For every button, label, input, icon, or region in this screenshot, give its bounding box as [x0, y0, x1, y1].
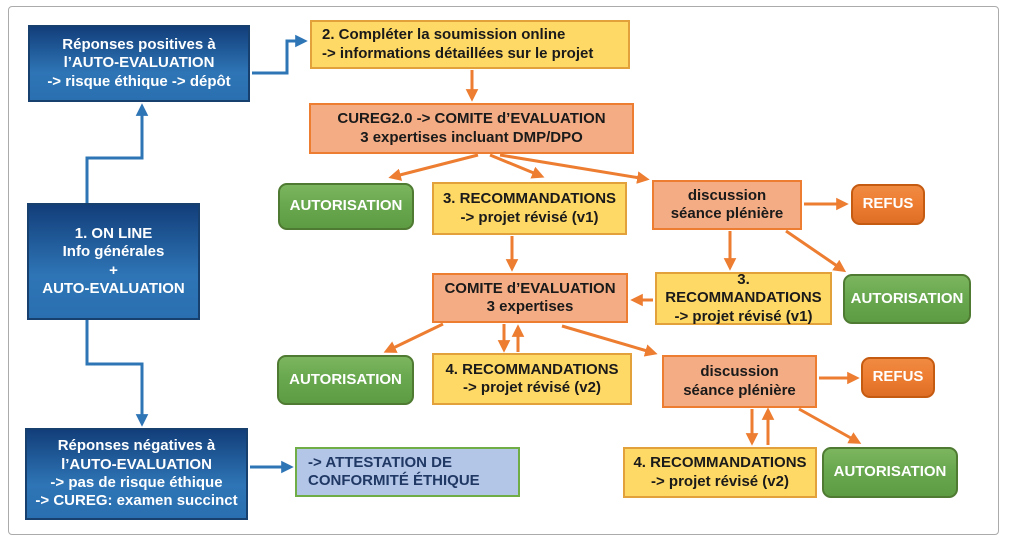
text-line: REFUS	[862, 195, 914, 213]
node-soumission-online: 2. Compléter la soumission online -> inf…	[310, 20, 630, 69]
text-line: +	[109, 261, 118, 279]
node-responses-positives: Réponses positives à l’AUTO-EVALUATION -…	[28, 25, 250, 102]
node-discussion-pleniere-1: discussion séance plénière	[652, 180, 802, 230]
text-line: séance plénière	[683, 381, 796, 399]
node-responses-negatives: Réponses négatives à l’AUTO-EVALUATION -…	[25, 428, 248, 520]
text-line: l’AUTO-EVALUATION	[63, 54, 215, 72]
text-line: -> projet révisé (v1)	[460, 208, 599, 226]
node-autorisation-4: AUTORISATION	[822, 447, 958, 498]
text-line: -> risque éthique -> dépôt	[47, 72, 231, 90]
text-line: Réponses négatives à	[57, 437, 216, 455]
text-line: 1. ON LINE	[74, 224, 153, 242]
node-refus-1: REFUS	[851, 184, 925, 225]
text-line: 3 expertises incluant DMP/DPO	[360, 128, 583, 146]
text-line: CUREG2.0 -> COMITE d’EVALUATION	[337, 110, 606, 128]
text-line: 3. RECOMMANDATIONS	[442, 190, 617, 208]
text-line: -> projet révisé (v1)	[674, 307, 813, 325]
node-autorisation-2: AUTORISATION	[843, 274, 971, 324]
text-line: AUTO-EVALUATION	[42, 279, 185, 297]
diagram-frame	[8, 6, 999, 535]
text-line: 4. RECOMMANDATIONS	[633, 454, 807, 472]
text-line: REFUS	[872, 368, 924, 386]
text-line: 2. Compléter la soumission online	[322, 26, 566, 44]
text-line: Info générales	[62, 243, 165, 261]
text-line: AUTORISATION	[850, 289, 964, 307]
text-line: Réponses positives à	[62, 36, 216, 54]
text-line: -> CUREG: examen succinct	[35, 492, 238, 510]
text-line: CONFORMITÉ ÉTHIQUE	[308, 472, 480, 489]
node-recommandations-v2: 4. RECOMMANDATIONS -> projet révisé (v2)	[432, 353, 632, 405]
node-online-info-generales: 1. ON LINE Info générales + AUTO-EVALUAT…	[27, 203, 200, 320]
text-line: AUTORISATION	[289, 197, 403, 215]
text-line: AUTORISATION	[833, 463, 947, 481]
node-comite-evaluation: COMITE d’EVALUATION 3 expertises	[432, 273, 628, 323]
text-line: -> informations détaillées sur le projet	[322, 44, 594, 62]
node-autorisation-3: AUTORISATION	[277, 355, 414, 405]
node-recommandations-v1-right: 3. RECOMMANDATIONS -> projet révisé (v1)	[655, 271, 832, 325]
text-line: -> projet révisé (v2)	[463, 379, 601, 396]
node-refus-2: REFUS	[861, 357, 935, 398]
node-autorisation-1: AUTORISATION	[278, 183, 414, 230]
node-recommandations-v1: 3. RECOMMANDATIONS -> projet révisé (v1)	[432, 182, 627, 235]
node-recommandations-v2-right: 4. RECOMMANDATIONS -> projet révisé (v2)	[623, 447, 817, 498]
text-line: 3. RECOMMANDATIONS	[665, 271, 822, 307]
text-line: discussion	[700, 363, 779, 381]
node-cureg-comite-evaluation: CUREG2.0 -> COMITE d’EVALUATION 3 expert…	[309, 103, 634, 154]
text-line: -> ATTESTATION DE	[308, 453, 453, 471]
node-discussion-pleniere-2: discussion séance plénière	[662, 355, 817, 408]
text-line: séance plénière	[670, 205, 784, 222]
text-line: AUTORISATION	[289, 370, 402, 388]
text-line: 3 expertises	[486, 298, 574, 315]
text-line: COMITE d’EVALUATION	[444, 279, 616, 297]
text-line: l’AUTO-EVALUATION	[61, 455, 212, 473]
text-line: -> projet révisé (v2)	[651, 472, 789, 490]
text-line: 4. RECOMMANDATIONS	[445, 360, 619, 378]
node-attestation-conformite: -> ATTESTATION DE CONFORMITÉ ÉTHIQUE	[295, 447, 520, 497]
text-line: discussion	[687, 186, 767, 204]
text-line: -> pas de risque éthique	[50, 474, 223, 491]
